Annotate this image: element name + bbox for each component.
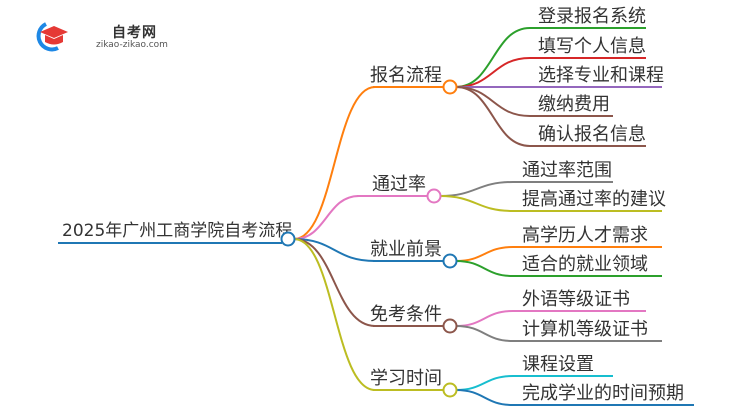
branch-node-label[interactable]: 通过率 — [372, 174, 426, 195]
branch-node-label[interactable]: 报名流程 — [370, 65, 442, 86]
leaf-node-label[interactable]: 完成学业的时间预期 — [522, 383, 684, 404]
branch-connector — [293, 86, 376, 240]
leaf-node-label[interactable]: 课程设置 — [522, 354, 594, 375]
branch-connector — [293, 238, 376, 327]
leaf-node-label[interactable]: 缴纳费用 — [538, 94, 610, 115]
leaf-connector — [455, 86, 531, 147]
site-logo[interactable]: 自考网 zikao-zikao.com — [30, 20, 170, 52]
leaf-node-label[interactable]: 登录报名系统 — [538, 6, 646, 27]
leaf-node-label[interactable]: 计算机等级证书 — [522, 319, 648, 340]
leaf-connector — [455, 325, 514, 342]
leaf-node-label[interactable]: 填写个人信息 — [538, 36, 646, 57]
root-node-label[interactable]: 2025年广州工商学院自考流程 — [62, 221, 292, 241]
leaf-node-label[interactable]: 高学历人才需求 — [522, 225, 648, 246]
logo-title: 自考网 — [112, 25, 157, 41]
leaf-connector — [455, 86, 531, 117]
leaf-node-label[interactable]: 提高通过率的建议 — [522, 189, 666, 210]
leaf-connector — [455, 57, 531, 88]
branch-node-label[interactable]: 学习时间 — [370, 368, 442, 389]
branch-connector — [293, 238, 376, 391]
leaf-connector — [455, 375, 514, 391]
logo-url: zikao-zikao.com — [96, 40, 168, 50]
branch-node-label[interactable]: 免考条件 — [370, 304, 442, 325]
leaf-connector — [439, 181, 514, 197]
branch-collapse-toggle[interactable] — [426, 188, 442, 204]
leaf-connector — [455, 310, 514, 327]
branch-collapse-toggle[interactable] — [442, 382, 458, 398]
leaf-node-label[interactable]: 确认报名信息 — [538, 124, 646, 145]
leaf-connector — [455, 260, 514, 277]
leaf-node-label[interactable]: 通过率范围 — [522, 160, 612, 181]
leaf-node-label[interactable]: 选择专业和课程 — [538, 65, 664, 86]
root-collapse-toggle[interactable] — [280, 231, 296, 247]
leaf-connector — [455, 27, 531, 88]
branch-connector — [293, 238, 376, 262]
branch-collapse-toggle[interactable] — [442, 79, 458, 95]
leaf-connector — [455, 246, 514, 262]
leaf-node-label[interactable]: 外语等级证书 — [522, 289, 630, 310]
leaf-node-label[interactable]: 适合的就业领域 — [522, 254, 648, 275]
leaf-connector — [455, 389, 514, 406]
branch-collapse-toggle[interactable] — [442, 318, 458, 334]
leaf-connector — [439, 195, 514, 212]
graduation-cap-icon — [36, 22, 68, 52]
branch-collapse-toggle[interactable] — [442, 253, 458, 269]
branch-node-label[interactable]: 就业前景 — [370, 239, 442, 260]
branch-connector — [293, 195, 360, 240]
